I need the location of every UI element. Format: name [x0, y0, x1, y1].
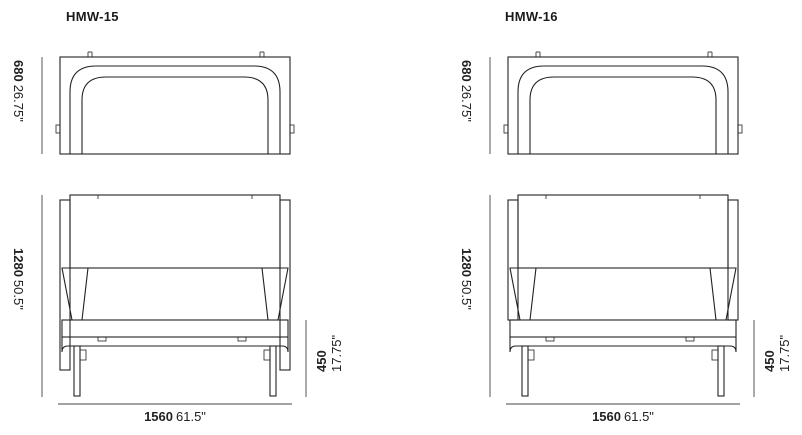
seat-height-label: 450 [314, 350, 329, 372]
depth-label: 68026.75" [459, 60, 474, 122]
height-label: 128050.5" [459, 248, 474, 310]
height-label: 128050.5" [11, 248, 26, 310]
drawing-hmw-15: 68026.75" [11, 51, 344, 424]
dimension-depth: 68026.75" [459, 57, 491, 154]
top-view [503, 51, 743, 155]
model-title-hmw-15: HMW-15 [66, 9, 119, 24]
top-view [55, 51, 295, 155]
front-view [59, 194, 291, 397]
drawing-hmw-16: 68026.75" 128050.5" [459, 51, 792, 424]
seat [61, 319, 289, 338]
model-title-hmw-16: HMW-16 [505, 9, 558, 24]
dimension-height: 128050.5" [11, 195, 43, 397]
top-view-outline [59, 56, 291, 155]
dimension-seat-height: 450 17.75" [753, 320, 792, 397]
dimension-seat-height: 450 17.75" [305, 320, 344, 397]
seat-height-inch-label: 17.75" [329, 334, 344, 372]
seat-height-label: 450 [762, 350, 777, 372]
front-view [507, 194, 739, 397]
seat-height-inch-label: 17.75" [777, 334, 792, 372]
dimension-depth: 68026.75" [11, 57, 43, 154]
depth-label: 68026.75" [11, 60, 26, 122]
backrest [69, 194, 281, 269]
dimension-height: 128050.5" [459, 195, 491, 397]
